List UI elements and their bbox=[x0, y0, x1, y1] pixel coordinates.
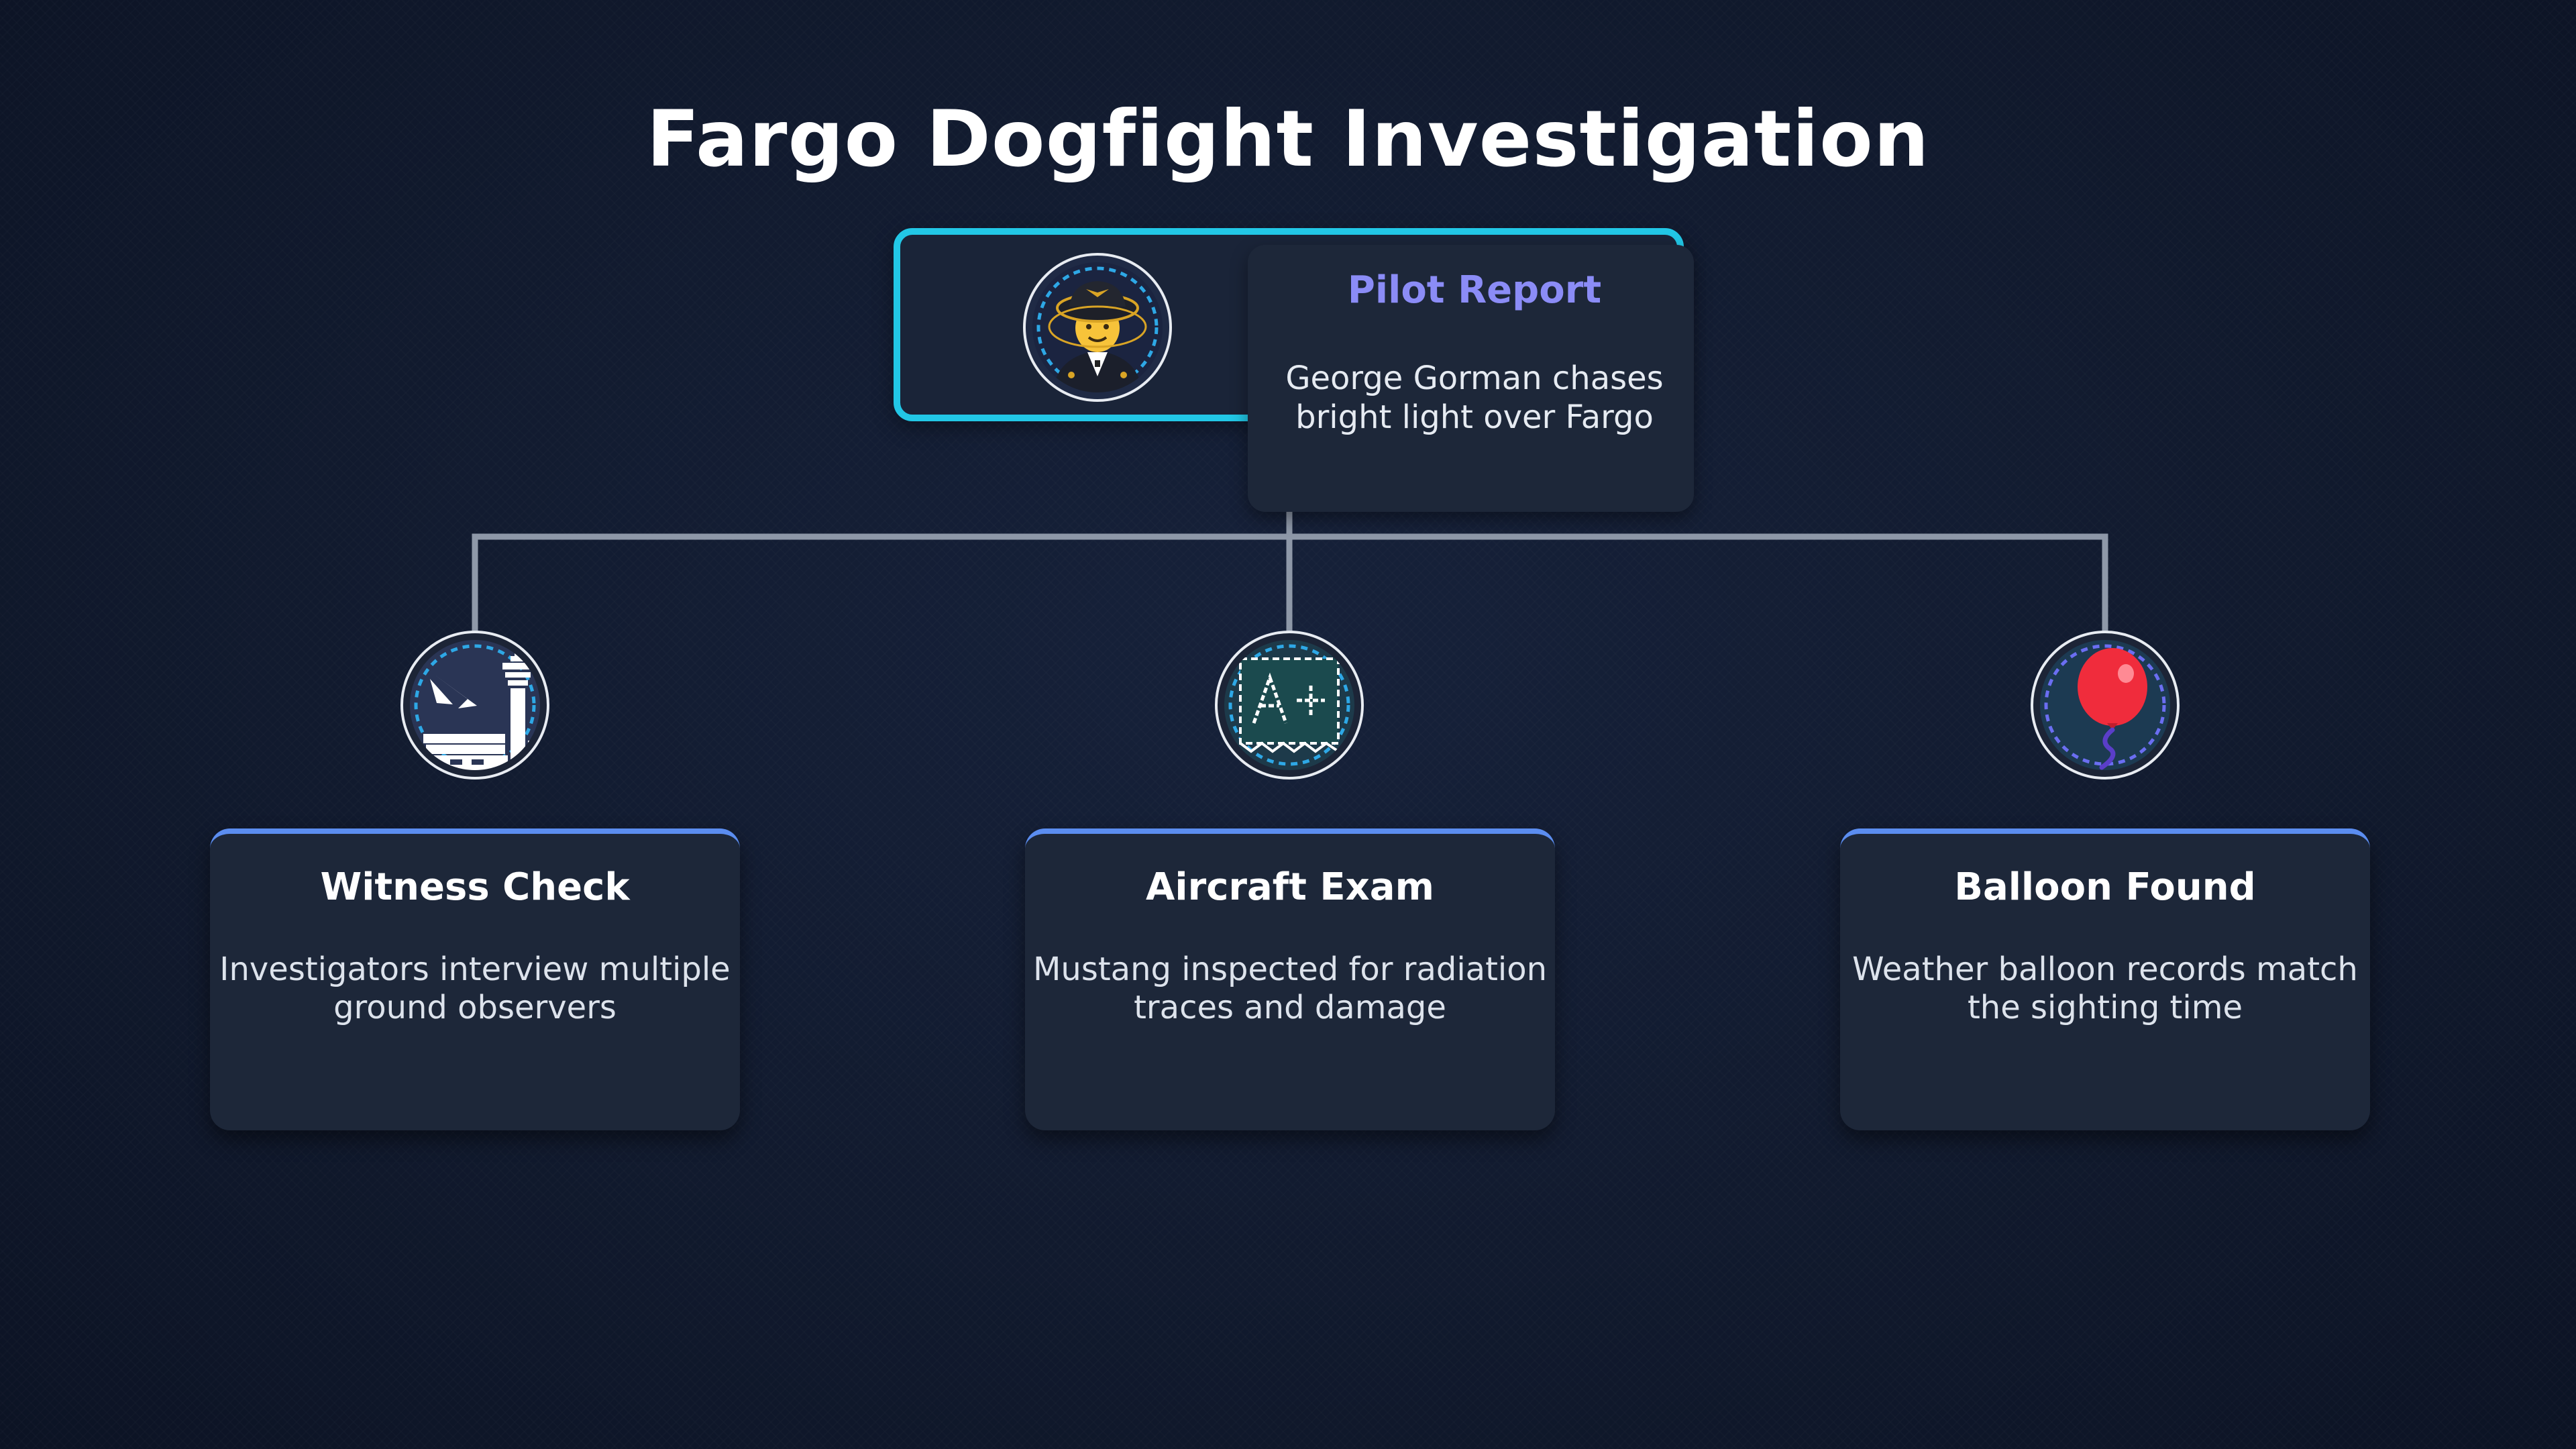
page-title: Fargo Dogfight Investigation bbox=[646, 94, 1930, 184]
child-title-balloon-found: Balloon Found bbox=[1954, 865, 2256, 909]
child-description-witness-check: Investigators interview multiple ground … bbox=[210, 951, 740, 1027]
child-title-witness-check: Witness Check bbox=[320, 865, 630, 909]
child-title-aircraft-exam: Aircraft Exam bbox=[1146, 865, 1434, 909]
root-description: George Gorman chases bright light over F… bbox=[1248, 359, 1701, 437]
child-description-line-2: traces and damage bbox=[1134, 989, 1446, 1026]
balloon-icon bbox=[2044, 644, 2166, 770]
root-node-text-panel bbox=[1248, 245, 1694, 512]
child-description-balloon-found: Weather balloon records match the sighti… bbox=[1840, 951, 2370, 1027]
pilot-avatar bbox=[1023, 253, 1172, 402]
child-card-witness-check[interactable] bbox=[210, 828, 740, 1130]
child-card-aircraft-exam[interactable] bbox=[1025, 828, 1555, 1130]
root-description-line-1: George Gorman chases bbox=[1285, 360, 1664, 397]
pilot-icon bbox=[1036, 266, 1159, 392]
root-description-line-2: bright light over Fargo bbox=[1295, 398, 1654, 436]
child-description-line-1: Mustang inspected for radiation bbox=[1032, 951, 1548, 988]
balloon-avatar bbox=[2031, 631, 2180, 780]
child-card-balloon-found[interactable] bbox=[1840, 828, 2370, 1130]
child-description-line-2: ground observers bbox=[333, 989, 616, 1026]
child-description-line-2: the sighting time bbox=[1967, 989, 2243, 1026]
witness-avatar bbox=[400, 631, 549, 780]
root-heading: Pilot Report bbox=[1347, 268, 1602, 312]
child-description-aircraft-exam: Mustang inspected for radiation traces a… bbox=[1025, 951, 1555, 1027]
a-plus-grade-icon bbox=[1228, 644, 1350, 766]
child-description-line-1: Weather balloon records match bbox=[1852, 951, 2358, 988]
child-description-line-1: Investigators interview multiple bbox=[219, 951, 731, 988]
airport-icon bbox=[414, 644, 540, 770]
aircraft-avatar bbox=[1215, 631, 1364, 780]
